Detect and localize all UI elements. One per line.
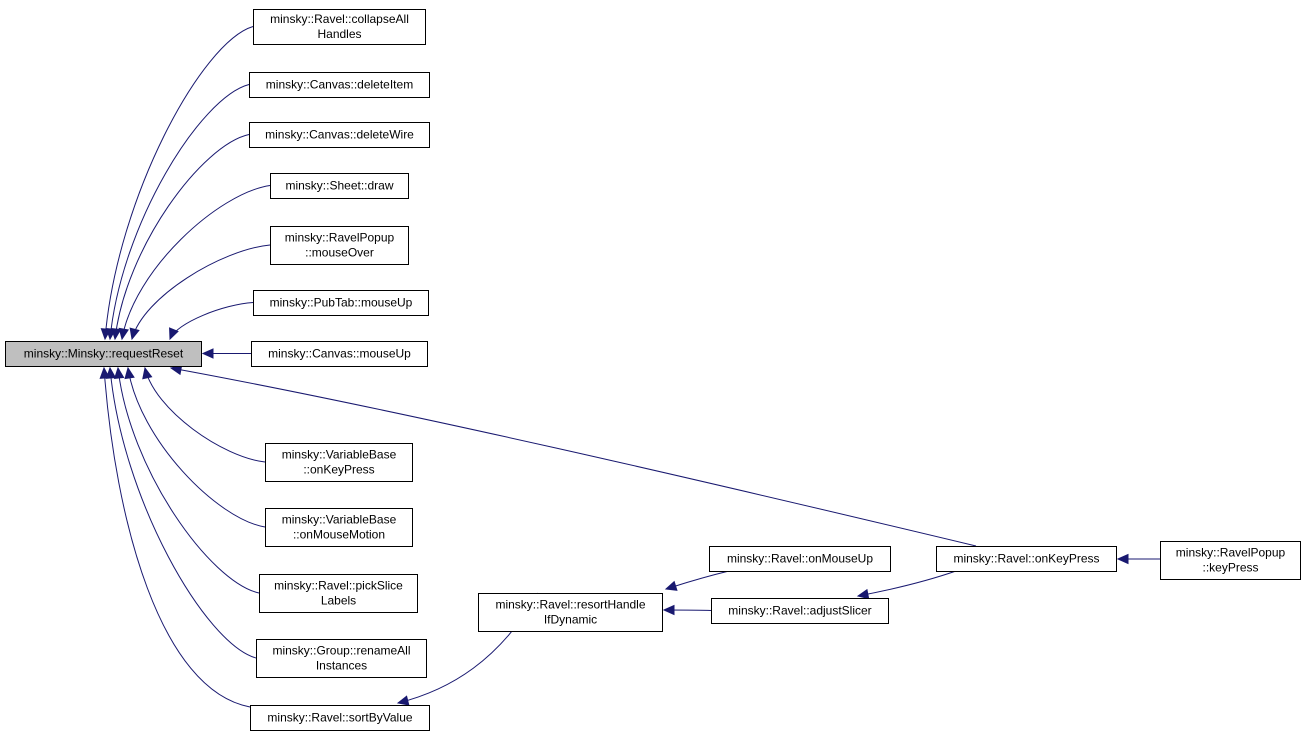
edge-deleteItem-to-requestReset [109,84,250,340]
edge-renameAllInstances-to-requestReset [109,367,257,659]
node-box [251,341,428,367]
arrowhead-adjustSlicer-to-resortHandleIfDynamic [662,604,675,616]
node-label: minsky::Group::renameAll [272,644,410,658]
arrowhead-ravelOnMouseUp-to-resortHandleIfDynamic [664,580,678,591]
node-label: minsky::PubTab::mouseUp [270,296,413,310]
node-box [265,508,413,547]
node-box [1160,541,1301,580]
node-box [711,598,889,624]
arrowhead-pubTabMouseUp-to-requestReset [169,327,179,341]
node-ravelOnKeyPress[interactable]: minsky::Ravel::onKeyPress [936,546,1117,572]
node-varBaseOnMouseMotion[interactable]: minsky::VariableBase::onMouseMotion [265,508,413,547]
node-box [253,9,426,45]
node-deleteItem[interactable]: minsky::Canvas::deleteItem [249,72,430,98]
arrowhead-canvasMouseUp-to-requestReset [201,348,214,359]
edge-varBaseOnMouseMotion-to-requestReset [127,367,266,528]
node-box [249,122,430,148]
edge-ravelOnKeyPress-to-adjustSlicer [857,570,957,597]
node-adjustSlicer[interactable]: minsky::Ravel::adjustSlicer [711,598,889,624]
node-label: minsky::Ravel::resortHandle [495,598,645,612]
node-box [253,290,429,316]
node-label: minsky::Ravel::onKeyPress [953,552,1099,566]
edge-ravelPopupMouseOver-to-requestReset [131,244,271,340]
arrowhead-ravelPopupMouseOver-to-requestReset [129,327,140,341]
arrowhead-ravelPopupKeyPress-to-ravelOnKeyPress [1116,553,1129,565]
node-label: minsky::Canvas::mouseUp [268,347,411,361]
node-label: minsky::Ravel::onMouseUp [727,552,873,566]
edge-varBaseOnKeyPress-to-requestReset [144,367,266,463]
node-box [936,546,1117,572]
node-label: Handles [317,27,361,41]
node-label: minsky::Minsky::requestReset [24,347,184,361]
node-label: minsky::Canvas::deleteItem [266,78,413,92]
node-label: IfDynamic [544,613,597,627]
node-label: minsky::Ravel::sortByValue [267,711,412,725]
node-label: minsky::RavelPopup [1176,546,1286,560]
node-label: minsky::Sheet::draw [285,179,393,193]
edge-deleteWire-to-requestReset [114,134,250,340]
edge-pubTabMouseUp-to-requestReset [169,302,254,340]
node-sortByValue[interactable]: minsky::Ravel::sortByValue [250,705,430,731]
node-ravelPopupKeyPress[interactable]: minsky::RavelPopup::keyPress [1160,541,1301,580]
node-box [250,705,430,731]
nodes-layer: minsky::Minsky::requestResetminsky::Rave… [5,9,1301,731]
node-box [249,72,430,98]
edge-sheetDraw-to-requestReset [121,185,271,340]
node-label: Labels [321,594,356,608]
edge-collapseAllHandles-to-requestReset [104,26,254,340]
node-sheetDraw[interactable]: minsky::Sheet::draw [270,173,409,199]
node-box [478,593,663,632]
node-label: minsky::Ravel::adjustSlicer [728,604,871,618]
arrowhead-sortByValue-to-requestReset [99,366,111,379]
arrowhead-pickSliceLabels-to-requestReset [113,366,125,380]
arrowhead-resortHandleIfDynamic-to-sortByValue [396,695,410,706]
node-requestReset[interactable]: minsky::Minsky::requestReset [5,341,202,367]
node-varBaseOnKeyPress[interactable]: minsky::VariableBase::onKeyPress [265,443,413,482]
node-box [5,341,202,367]
node-label: minsky::VariableBase [282,448,397,462]
node-label: Instances [316,659,367,673]
arrowhead-ravelOnKeyPress-to-adjustSlicer [856,588,870,600]
node-label: minsky::Ravel::collapseAll [270,12,409,26]
node-label: ::onKeyPress [303,463,374,477]
node-ravelPopupMouseOver[interactable]: minsky::RavelPopup::mouseOver [270,226,409,265]
node-deleteWire[interactable]: minsky::Canvas::deleteWire [249,122,430,148]
node-label: minsky::Canvas::deleteWire [265,128,414,142]
node-ravelOnMouseUp[interactable]: minsky::Ravel::onMouseUp [709,546,891,572]
arrowhead-varBaseOnKeyPress-to-requestReset [142,366,153,380]
arrowhead-varBaseOnMouseMotion-to-requestReset [124,366,135,380]
node-box [259,574,418,613]
edge-sortByValue-to-requestReset [103,367,251,708]
node-label: ::keyPress [1202,561,1258,575]
node-label: minsky::RavelPopup [285,231,395,245]
edge-pickSliceLabels-to-requestReset [117,367,260,594]
node-box [270,173,409,199]
node-label: ::onMouseMotion [293,528,385,542]
edges-layer [99,26,1161,708]
node-pubTabMouseUp[interactable]: minsky::PubTab::mouseUp [253,290,429,316]
node-label: minsky::VariableBase [282,513,397,527]
node-label: ::mouseOver [305,246,374,260]
node-box [265,443,413,482]
node-box [709,546,891,572]
arrowhead-deleteWire-to-requestReset [110,327,122,341]
edge-ravelOnKeyPress-to-requestReset [170,367,977,547]
node-box [256,639,427,678]
node-box [270,226,409,265]
node-canvasMouseUp[interactable]: minsky::Canvas::mouseUp [251,341,428,367]
arrowhead-sheetDraw-to-requestReset [118,327,129,341]
node-label: minsky::Ravel::pickSlice [274,579,403,593]
